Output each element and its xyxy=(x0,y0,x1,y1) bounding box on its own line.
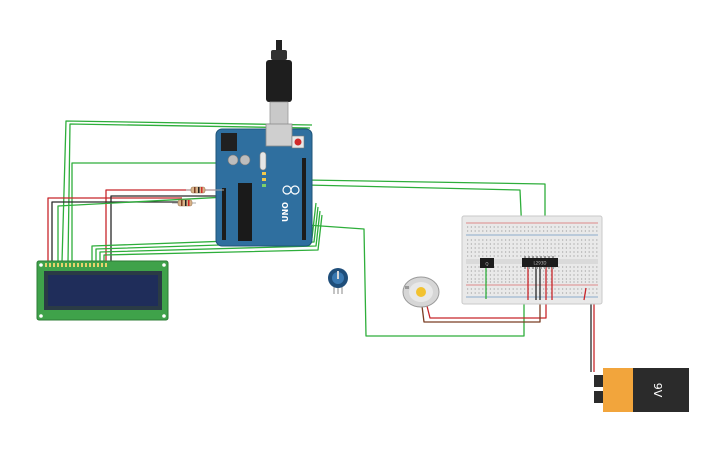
arduino-board[interactable]: UNO xyxy=(215,123,313,247)
motor-driver-ic[interactable]: L293D xyxy=(522,256,558,269)
wire-green[interactable] xyxy=(67,123,311,263)
wire-green[interactable] xyxy=(61,120,313,263)
transistor[interactable]: Q xyxy=(480,258,494,268)
wire-green[interactable] xyxy=(103,214,323,262)
wire-black[interactable] xyxy=(110,195,224,262)
crystal xyxy=(259,151,267,171)
arduino-infinity-icon xyxy=(282,185,300,195)
capacitor xyxy=(239,154,251,166)
resistor[interactable] xyxy=(172,199,196,207)
lcd-pin-header xyxy=(45,263,107,267)
wire-green[interactable] xyxy=(306,224,525,337)
resistor[interactable] xyxy=(186,186,224,194)
usb-cable[interactable] xyxy=(266,40,292,131)
breadboard-wires xyxy=(485,266,587,301)
wire-red[interactable] xyxy=(105,189,224,262)
wire-green[interactable] xyxy=(95,206,319,262)
led-indicators xyxy=(262,172,266,187)
power-jack xyxy=(221,133,237,151)
dc-motor[interactable] xyxy=(402,276,440,308)
lcd-display[interactable] xyxy=(36,260,169,321)
digital-header xyxy=(302,158,306,240)
potentiometer[interactable] xyxy=(328,268,348,294)
power-header xyxy=(222,188,226,240)
wire-red[interactable] xyxy=(583,287,587,301)
capacitor xyxy=(227,154,239,166)
ic-chip-label: L293D xyxy=(534,261,547,266)
lcd-screen xyxy=(48,275,158,306)
transistor-label: Q xyxy=(485,262,488,267)
wire-green[interactable] xyxy=(91,202,317,262)
arduino-model-text: UNO xyxy=(281,202,290,222)
battery-9v[interactable]: 9V xyxy=(594,368,689,412)
wire-black[interactable] xyxy=(588,295,592,372)
atmega-chip xyxy=(238,183,252,241)
wire-green[interactable] xyxy=(99,210,321,262)
wire-red[interactable] xyxy=(584,299,595,372)
wire-red[interactable] xyxy=(47,197,182,262)
usb-port xyxy=(265,123,293,147)
battery-label: 9V xyxy=(651,383,664,398)
reset-button-cap[interactable] xyxy=(294,138,302,146)
